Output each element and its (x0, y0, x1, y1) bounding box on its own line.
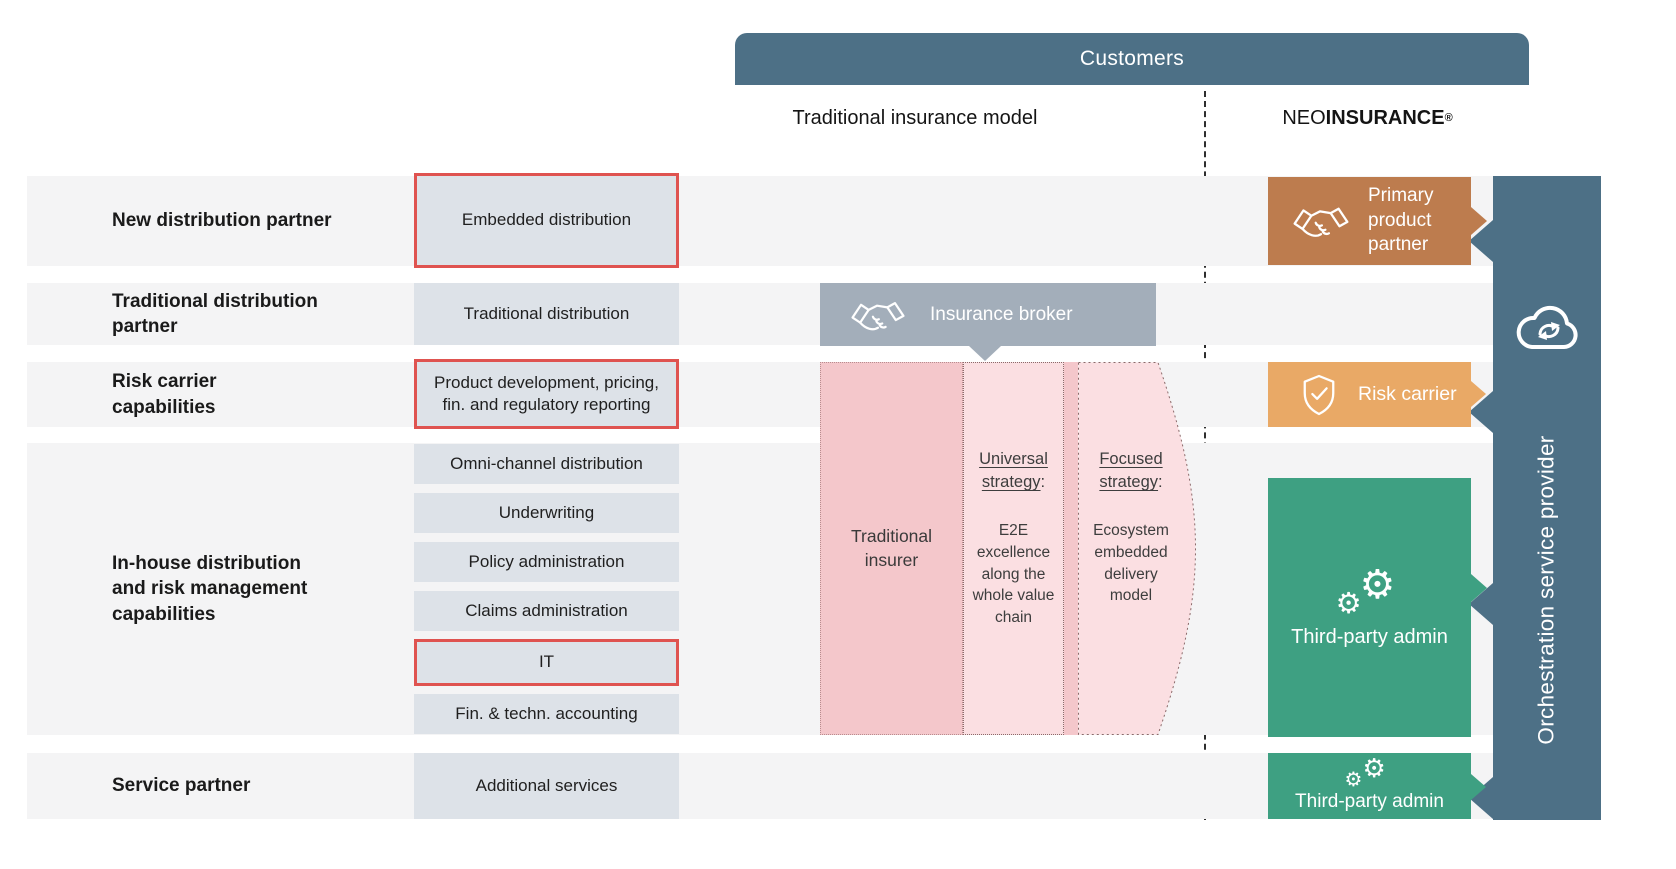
cloud-sync-icon (1507, 300, 1587, 358)
universal-strategy-text: Universal strategy: E2E excellence along… (963, 362, 1064, 735)
row-band-new-distribution (27, 176, 1493, 266)
customers-label: Customers (1079, 47, 1185, 70)
row-band-in-house (27, 443, 1493, 735)
universal-strategy-body: E2E excellence along the whole value cha… (972, 522, 1055, 626)
focused-strategy-column (1078, 362, 1196, 735)
orchestration-service-provider-label: Orchestration service provider (1534, 435, 1559, 745)
row-label-risk-carrier-capabilities: Risk carrier capabilities (112, 371, 217, 418)
universal-strategy-title: Universal strategy: (979, 450, 1048, 492)
capability-additional-services: Additional services (414, 753, 679, 819)
third-party-admin-label: Third-party admin (1291, 626, 1448, 648)
row-label-traditional-distribution-partner: Traditional distribution partner (112, 290, 318, 337)
row-label-new-distribution-partner: New distribution partner (112, 210, 332, 232)
handshake-icon (1292, 201, 1350, 241)
gears-icon: ⚙⚙ (1335, 563, 1396, 620)
third-party-admin-bottom-box: ⚙⚙ Third-party admin (1268, 753, 1471, 819)
neo-bold: INSURANCE (1325, 106, 1445, 129)
orchestration-service-provider-bar (1493, 176, 1601, 820)
customers-header-bar: Customers (735, 33, 1529, 85)
capability-omni-channel-distribution: Omni-channel distribution (414, 444, 679, 484)
capability-fin-techn-accounting: Fin. & techn. accounting (414, 694, 679, 734)
traditional-insurer-label: Traditional insurer (850, 525, 933, 570)
neo-prefix: NEO (1282, 106, 1326, 129)
focused-strategy-text: Focused strategy: Ecosystem embedded del… (1080, 362, 1182, 735)
third-party-admin-bottom-arrow (1471, 774, 1486, 800)
capability-traditional-distribution: Traditional distribution (414, 283, 679, 345)
focused-strategy-body: Ecosystem embedded delivery model (1093, 522, 1169, 605)
focused-strategy-title: Focused strategy: (1099, 450, 1163, 492)
traditional-insurer-column: Traditional insurer (820, 362, 963, 735)
row-label-service-partner: Service partner (112, 775, 251, 797)
row-band-service-partner (27, 753, 1493, 819)
capability-embedded-distribution-highlighted: Embedded distribution (414, 173, 679, 268)
primary-partner-arrow (1471, 207, 1487, 235)
third-party-admin-box: ⚙⚙ Third-party admin (1268, 478, 1471, 737)
row-band-risk-carrier (27, 362, 1493, 427)
broker-pointer-tail (969, 346, 1001, 361)
shield-check-icon (1300, 373, 1338, 417)
capability-product-development-highlighted: Product development, pricing, fin. and r… (414, 359, 679, 429)
handshake-icon (850, 296, 906, 334)
primary-product-partner-label: Primary product partner (1368, 184, 1434, 256)
column-header-traditional-model: Traditional insurance model (792, 106, 1038, 129)
third-party-admin-bottom-label: Third-party admin (1295, 791, 1444, 812)
registered-mark: ® (1444, 112, 1453, 124)
strategy-columns-gap (1064, 362, 1078, 735)
row-label-in-house-capabilities: In-house distribution and risk managemen… (112, 553, 308, 625)
risk-carrier-label: Risk carrier (1358, 383, 1457, 405)
capability-policy-administration: Policy administration (414, 542, 679, 582)
insurance-broker-box: Insurance broker (820, 283, 1156, 346)
risk-carrier-box: Risk carrier (1268, 362, 1471, 427)
risk-carrier-arrow (1471, 381, 1486, 407)
universal-strategy-column (963, 362, 1064, 735)
capability-it-highlighted: IT (414, 639, 679, 686)
capability-claims-administration: Claims administration (414, 591, 679, 631)
gears-icon: ⚙⚙ (1344, 753, 1386, 791)
third-party-admin-arrow (1471, 574, 1487, 602)
insurance-broker-label: Insurance broker (930, 303, 1073, 325)
row-band-traditional-distribution (27, 283, 1493, 345)
capability-underwriting: Underwriting (414, 493, 679, 533)
primary-product-partner-box: Primary product partner (1268, 177, 1471, 265)
